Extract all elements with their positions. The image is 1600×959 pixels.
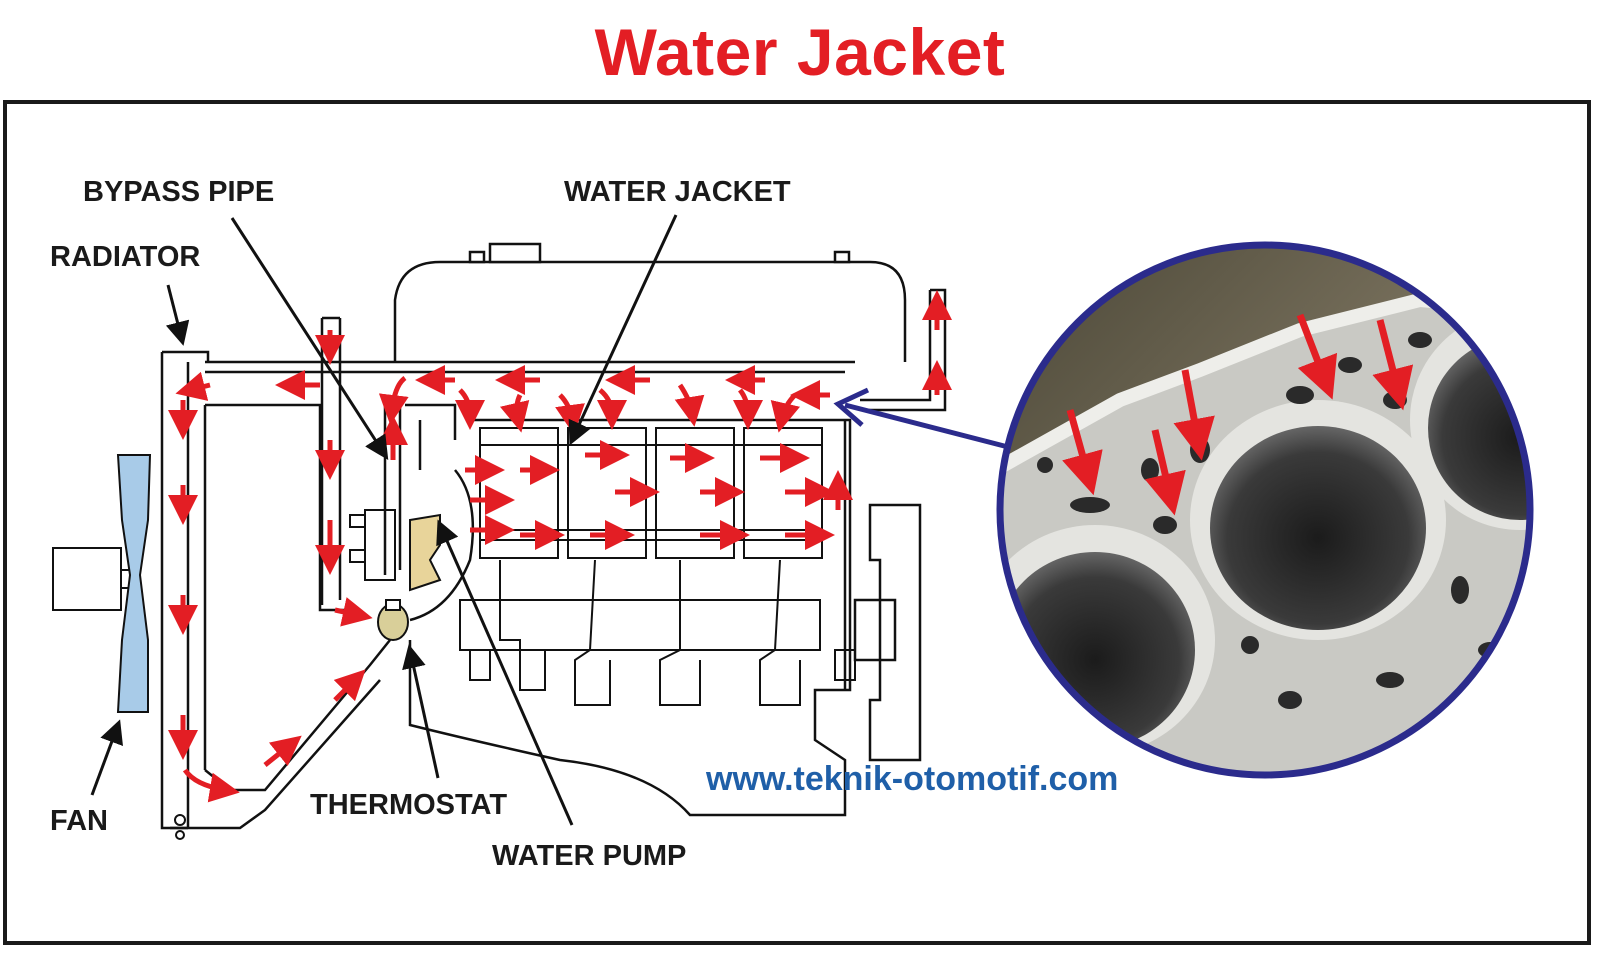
label-water-jacket: WATER JACKET: [564, 176, 791, 208]
water-pump-pulley: [349, 509, 396, 581]
engine-block-photo: [1000, 245, 1530, 775]
page-title: Water Jacket: [594, 15, 1006, 89]
valve-cover: [393, 260, 907, 362]
photo-callout-circle: [996, 241, 1534, 779]
leader-lines: [90, 214, 678, 826]
label-fan: FAN: [50, 805, 108, 837]
label-bypass-pipe: BYPASS PIPE: [83, 176, 275, 208]
flywheel: [868, 503, 922, 762]
thermostat-housing: [377, 599, 409, 641]
diagram-frame: [3, 100, 1591, 945]
radiator-cap: [488, 242, 542, 264]
cylinders: [479, 427, 823, 559]
watermark-url: www.teknik-otomotif.com: [706, 760, 1119, 798]
coolant-flow-arrows: [168, 290, 952, 803]
engine-drawing: [160, 242, 947, 830]
crankshaft: [459, 559, 856, 706]
label-water-pump: WATER PUMP: [492, 840, 687, 872]
bolts: [174, 814, 186, 840]
fan: [52, 454, 152, 713]
label-thermostat: THERMOSTAT: [310, 789, 508, 821]
callout-pointer: [833, 387, 1013, 451]
water-pump-housing: [409, 513, 442, 592]
upper-hose: [860, 288, 947, 412]
label-radiator: RADIATOR: [50, 241, 201, 273]
engine-block: [408, 418, 852, 817]
